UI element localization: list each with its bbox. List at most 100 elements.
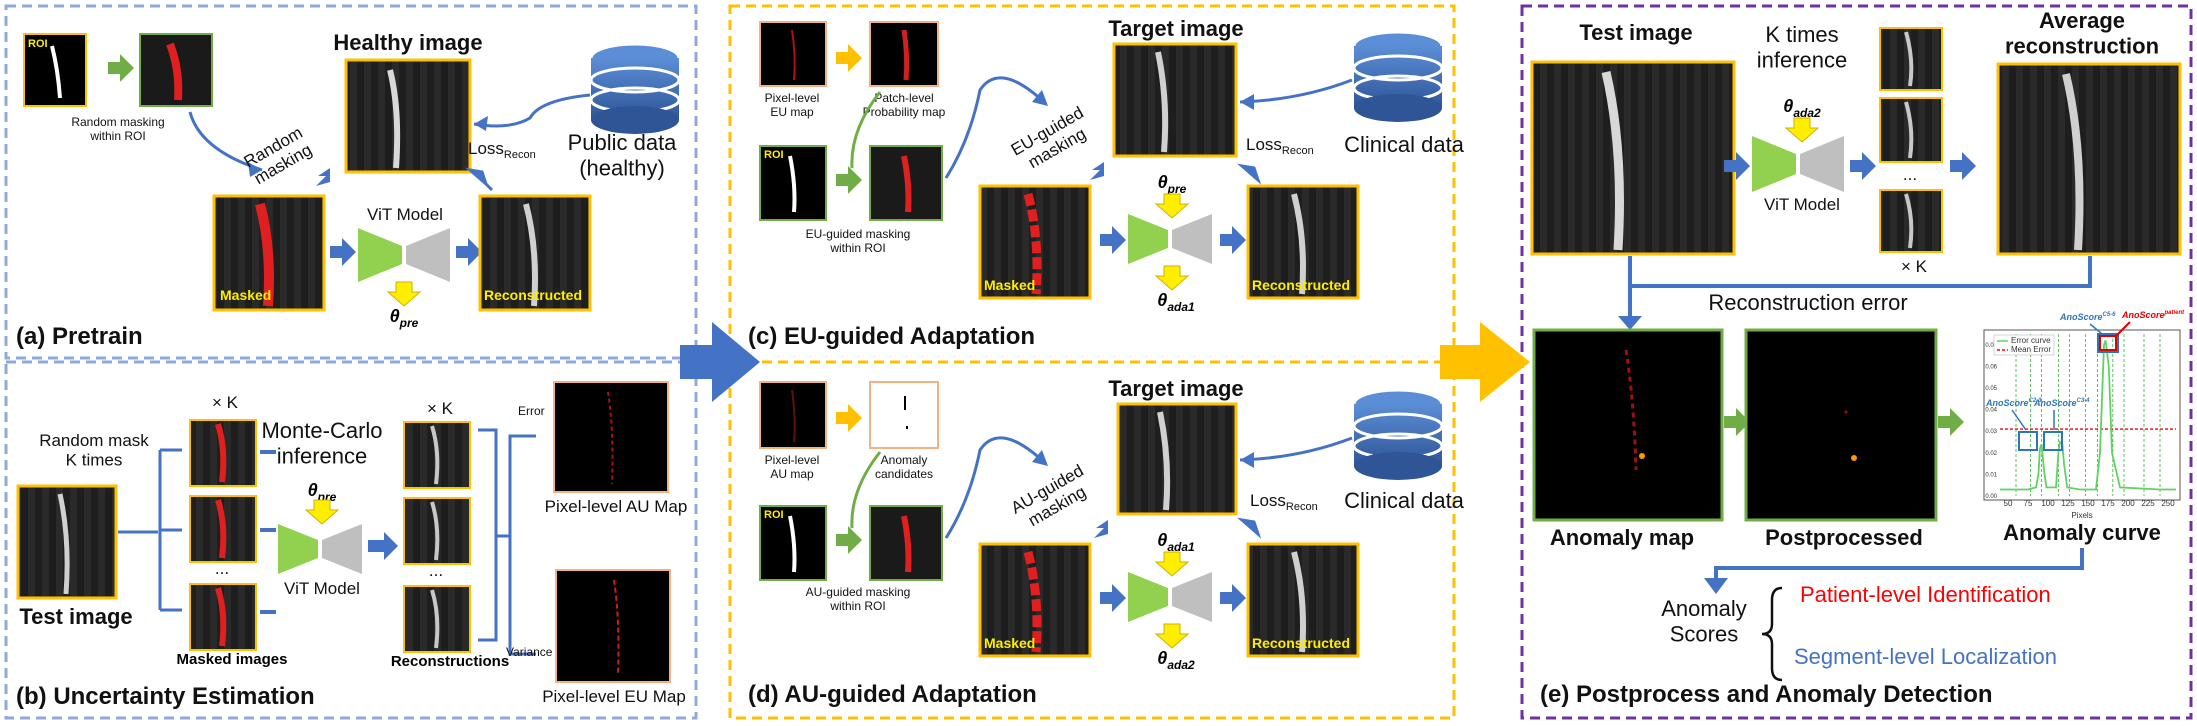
eu-guided-masking-text: EU-guidedmasking — [1008, 103, 1097, 177]
masked-label-c: Masked — [984, 277, 1035, 293]
au-map-trace — [607, 391, 614, 485]
vit-decoder-d — [1172, 572, 1212, 622]
arrow-masked-to-vit-d — [1100, 584, 1126, 612]
anoscore-patient-text: AnoScorepatient — [2121, 310, 2185, 320]
masked-spine-a — [255, 202, 274, 307]
yellow-arrow-theta-out-c — [1154, 265, 1190, 291]
x-tick-label-5: 175 — [2101, 499, 2115, 508]
masked-images-stack — [189, 419, 257, 651]
loss-recon-text-d: LossRecon — [1250, 491, 1318, 513]
patient-level-identification: Patient-level Identification — [1800, 582, 2051, 607]
arrow-vit-to-theta-a — [386, 281, 422, 307]
x-tick-label-4: 150 — [2081, 499, 2095, 508]
yellow-arrow-theta-out-d — [1154, 623, 1190, 649]
y-tick-label-4: 0.04 — [1985, 408, 1997, 414]
test-image-title-b: Test image — [19, 604, 132, 629]
bracket-left-b — [118, 448, 182, 612]
green-arrow-e1 — [1724, 408, 1750, 436]
loss-arrow-c — [1237, 163, 1262, 185]
times-k-e: × K — [1901, 257, 1928, 276]
loss-recon-text-a: LossRecon — [468, 139, 536, 161]
arrowhead-roi — [248, 162, 262, 177]
chart-xlabel: Pixels — [2071, 511, 2092, 520]
y-tick-label-5: 0.05 — [1985, 386, 1997, 392]
arrows-to-vit-b — [260, 450, 276, 614]
target-image-d — [1116, 402, 1238, 516]
arrow-target-to-masked-c — [1090, 162, 1104, 180]
vit-decoder-b — [322, 524, 362, 574]
eu-map-text: Pixel-level EU Map — [542, 687, 686, 706]
theta-ada2-e: θada2 — [1783, 96, 1821, 120]
arrowhead-db — [474, 116, 488, 131]
vit-decoder-a — [406, 228, 450, 282]
arrow-stack-to-avg-e — [1950, 152, 1976, 180]
public-data-database-icon — [589, 42, 681, 134]
y-tick-label-2: 0.02 — [1985, 451, 1997, 457]
times-k-masked: × K — [212, 393, 239, 412]
yellow-arrow-theta-in-d — [1154, 551, 1190, 577]
test-image-e — [1530, 60, 1736, 256]
masked-label-a: Masked — [220, 287, 271, 303]
arrow-masked-to-vit-c — [1100, 226, 1126, 254]
vit-encoder-b — [278, 524, 318, 574]
recon-spine-a — [523, 203, 538, 307]
highlight-box-c2-3 — [2018, 431, 2038, 451]
x-tick-label-2: 100 — [2041, 499, 2055, 508]
loss-arrow-d — [1237, 517, 1262, 539]
au-map-text: Pixel-level AU Map — [545, 497, 688, 516]
arrow-db-to-target-d — [1239, 436, 1353, 462]
pointer-patient — [2115, 321, 2131, 337]
legend-mean-error: Mean Error — [2011, 345, 2051, 354]
anoscore-c5-6-text: AnoScoreC5-6 — [2059, 312, 2116, 322]
green-arrow-a1 — [108, 54, 134, 82]
x-tick-label-6: 200 — [2121, 499, 2135, 508]
vit-decoder-c — [1172, 214, 1212, 264]
dots-masked-b: ... — [215, 559, 229, 578]
x-tick-label-7: 225 — [2141, 499, 2155, 508]
dots-recon-e: ... — [1903, 165, 1917, 184]
panel-b-border — [4, 360, 698, 720]
reconstructions-stack — [403, 421, 471, 653]
eu-map-trace — [613, 579, 620, 675]
reconstructed-label-d: Reconstructed — [1252, 635, 1350, 651]
anomaly-map-image — [1532, 328, 1724, 522]
clinical-data-text-c: Clinical data — [1344, 132, 1465, 157]
average-recon-image — [1996, 62, 2182, 256]
error-curve-line — [2000, 340, 2176, 491]
panel-a-title: (a) Pretrain — [16, 323, 143, 350]
target-image-title-c: Target image — [1108, 16, 1243, 41]
public-data-text: Public data(healthy) — [568, 130, 678, 180]
arrow-target-to-masked-d — [1094, 520, 1108, 538]
au-guided-masking-text: AU-guidedmasking — [1008, 461, 1097, 535]
arrow-vit-to-recon-c — [1220, 226, 1246, 254]
big-yellow-arrow — [1440, 322, 1530, 402]
scores-brace — [1761, 586, 1783, 682]
arrow-vit-to-stack-e — [1850, 152, 1876, 180]
yellow-arrow-theta-b — [304, 499, 340, 525]
roi-label: ROI — [28, 38, 48, 50]
vit-encoder-a — [358, 228, 402, 282]
target-image-title-d: Target image — [1108, 376, 1243, 401]
anoscore-c3-4-text: AnoScoreC3-4 — [2033, 398, 2090, 408]
panel-d-title: (d) AU-guided Adaptation — [748, 681, 1037, 708]
green-arrow-d-down — [850, 451, 882, 529]
highlight-box-c3-4 — [2043, 431, 2063, 451]
healthy-spine — [387, 69, 401, 169]
vit-model-text-e: ViT Model — [1764, 195, 1840, 214]
theta-ada1-d: θada1 — [1157, 530, 1195, 554]
theta-ada1-c: θada1 — [1157, 290, 1195, 314]
x-tick-label-3: 125 — [2061, 499, 2075, 508]
x-tick-label-1: 75 — [2024, 499, 2033, 508]
postprocessed-image — [1744, 328, 1938, 522]
arrow-c-curve — [944, 76, 1048, 179]
panel-e-title: (e) Postprocess and Anomaly Detection — [1540, 681, 1993, 708]
arrow-vit-to-recon-a — [456, 238, 482, 266]
